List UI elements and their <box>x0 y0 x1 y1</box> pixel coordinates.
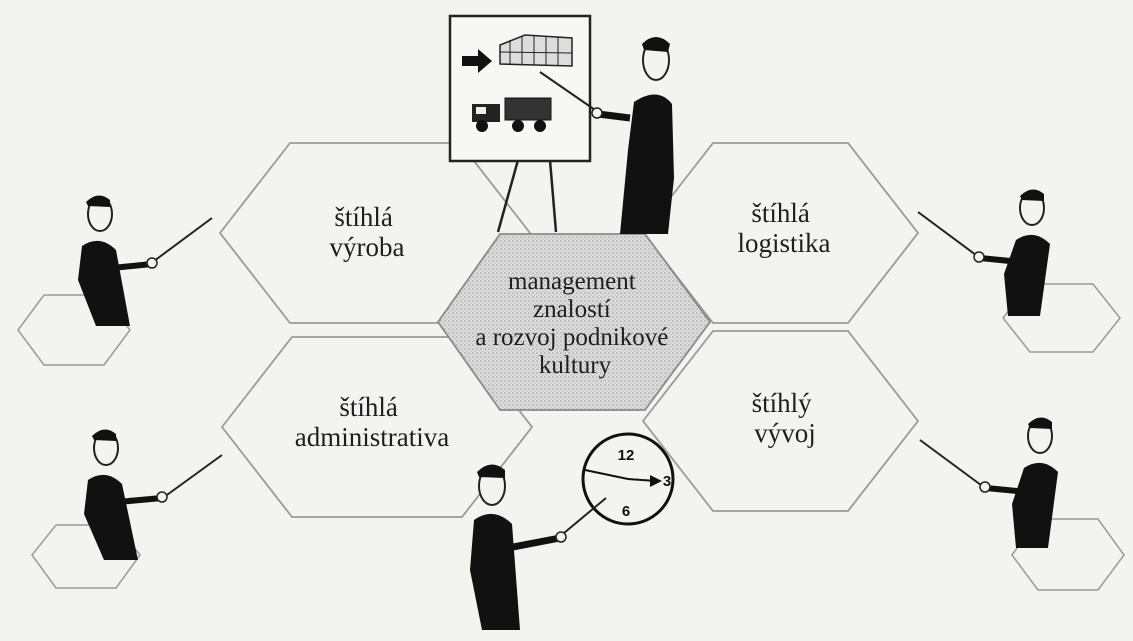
truck-icon <box>472 97 552 132</box>
label-center: management znalostí a rozvoj podnikové k… <box>475 268 674 379</box>
hexagon-bottom-right <box>641 330 920 512</box>
label-bottom-left: štíhlá administrativa <box>295 392 449 452</box>
clock-number-3: 3 <box>663 473 671 490</box>
arrow-icon <box>462 49 492 73</box>
clock-number-6: 6 <box>622 503 630 520</box>
label-bottom-right: štíhlý vývoj <box>752 388 819 448</box>
hexagon-top-left <box>218 142 532 324</box>
factory-icon <box>499 34 573 67</box>
hexagon-top-right <box>641 142 920 324</box>
clock-number-12: 12 <box>618 447 635 464</box>
clock-icon: 12 3 6 <box>581 432 675 526</box>
hexagon-bottom-left <box>220 336 534 518</box>
presenter-right-top <box>917 189 1050 316</box>
presenter-left-top <box>78 195 213 326</box>
presenter-at-flipchart <box>539 37 674 235</box>
presenter-left-bottom <box>84 429 223 560</box>
presenter-at-clock <box>470 464 607 630</box>
label-top-right: štíhlá logistika <box>738 198 831 258</box>
presenter-right-bottom <box>919 417 1058 548</box>
label-top-left: štíhlá výroba <box>330 202 405 262</box>
hexagon-center <box>436 233 712 411</box>
flipchart-easel <box>448 14 592 233</box>
